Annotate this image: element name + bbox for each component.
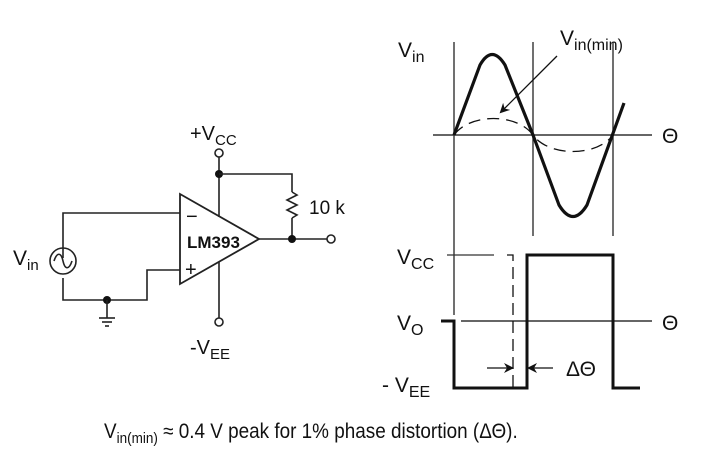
input-theta-label: Θ [662, 125, 678, 148]
vcc-terminal [214, 148, 224, 158]
vee-supply-label: -VEE [190, 337, 230, 363]
input-waveform-plot: Vin Vin(min) Θ [398, 27, 678, 315]
ac-source-icon [49, 247, 77, 275]
vo-axis-label: VO [397, 312, 423, 339]
vin-source-label: Vin [13, 247, 39, 274]
vin-min-label: Vin(min) [560, 27, 623, 54]
circuit-schematic [49, 148, 336, 327]
inverting-input-symbol: − [186, 206, 198, 228]
ideal-output-edge [507, 254, 514, 388]
input-y-axis-label: Vin [398, 39, 424, 66]
vee-level-label: - VEE [382, 374, 430, 401]
figure-caption: Vin(min) ≈ 0.4 V peak for 1% phase disto… [104, 420, 518, 447]
caption-subscript: in(min) [116, 430, 158, 447]
comparator-label: LM393 [187, 233, 240, 252]
vcc-level-label: VCC [397, 246, 434, 273]
pullup-wire-top [219, 173, 293, 192]
caption-text: ≈ 0.4 V peak for 1% phase distortion (ΔΘ… [157, 420, 518, 443]
noninverting-input-symbol: + [185, 259, 197, 281]
output-terminal [326, 234, 336, 244]
output-waveform [441, 253, 640, 390]
output-waveform-plot: VCC VO - VEE Θ ΔΘ [382, 246, 678, 401]
circuit-labels: − + LM393 +VCC -VEE Vin 10 k [13, 123, 345, 363]
input-waveform-min [453, 117, 614, 153]
vee-terminal [214, 317, 224, 327]
resistor-value-label: 10 k [309, 198, 345, 219]
ground-icon [99, 317, 115, 327]
output-node-dot [288, 235, 296, 243]
caption-prefix: V [104, 420, 117, 443]
vin-min-pointer-arrow [499, 55, 558, 114]
wire-noninverting-input [62, 269, 180, 301]
vcc-supply-label: +VCC [190, 123, 237, 149]
delta-theta-label: ΔΘ [566, 358, 596, 381]
wire-inverting-input [62, 212, 180, 258]
input-waveform-large [452, 52, 626, 219]
resistor-10k-icon [285, 191, 299, 219]
sine-glyph-icon [53, 253, 73, 269]
output-theta-label: Θ [662, 312, 678, 335]
